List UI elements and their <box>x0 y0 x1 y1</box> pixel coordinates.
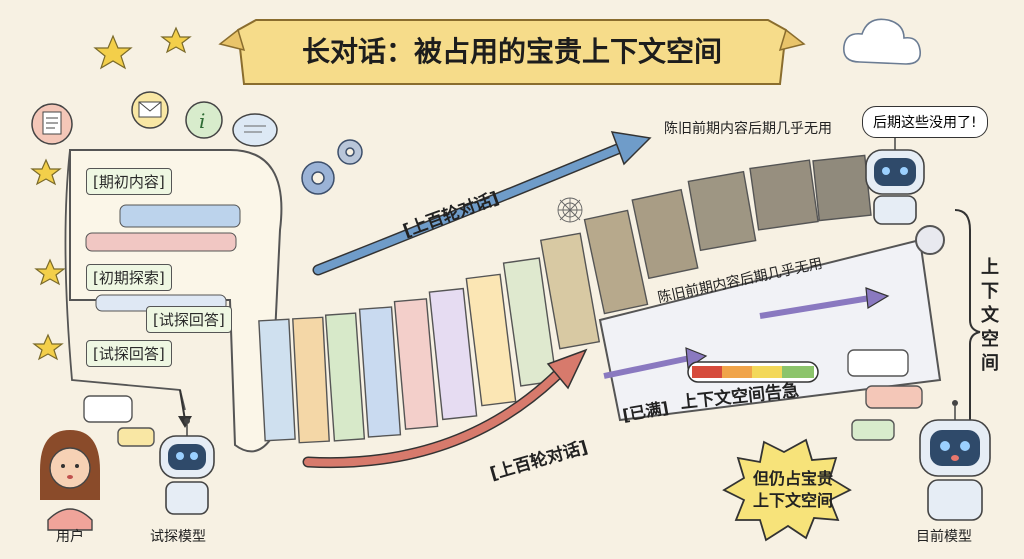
purple-arrows <box>603 287 890 379</box>
tag-initial-content: [期初内容] <box>86 168 172 195</box>
envelope-icon <box>131 91 169 129</box>
context-cards <box>258 154 872 444</box>
star-icon <box>30 26 192 361</box>
chat-icon <box>232 113 278 147</box>
stale-label-top: 陈旧前期内容后期几乎无用 <box>664 121 832 137</box>
info-icon: i <box>185 101 223 139</box>
burst-line-2: 上下文空间 <box>752 491 833 510</box>
cloud-icon <box>843 18 922 65</box>
alert-burst <box>722 438 852 542</box>
gear-icon <box>301 139 363 195</box>
side-label-context-space: 上下文空间 <box>981 257 999 374</box>
user-label: 用户 <box>56 529 84 545</box>
page-title: 长对话：被占用的宝贵上下文空间 <box>301 35 722 68</box>
burst-line-1: 但仍占宝贵 <box>752 469 833 488</box>
top-robot <box>865 132 925 225</box>
tag-test-answer-1: [试探回答] <box>146 306 232 333</box>
title-banner <box>218 19 806 85</box>
test-model-label: 试探模型 <box>150 529 206 545</box>
left-scroll <box>64 149 283 453</box>
bottom-arrow <box>302 348 588 469</box>
user-avatar <box>40 430 100 531</box>
burst-text: 但仍占宝贵 上下文空间 <box>736 468 850 512</box>
robot-speech-bubble: 后期这些没用了! <box>862 106 988 138</box>
top-arrow <box>312 131 652 276</box>
side-bracket <box>954 209 981 456</box>
warning-gauge-icon <box>687 361 819 383</box>
current-model-robot <box>919 400 991 521</box>
test-model-robot <box>159 418 215 515</box>
svg-text:i: i <box>199 109 205 133</box>
document-icon <box>31 103 73 145</box>
tag-initial-exploration: [初期探索] <box>86 264 172 291</box>
current-model-label: 目前模型 <box>916 529 972 545</box>
chat-bubble <box>83 349 923 447</box>
tag-test-answer-2: [试探回答] <box>86 340 172 367</box>
